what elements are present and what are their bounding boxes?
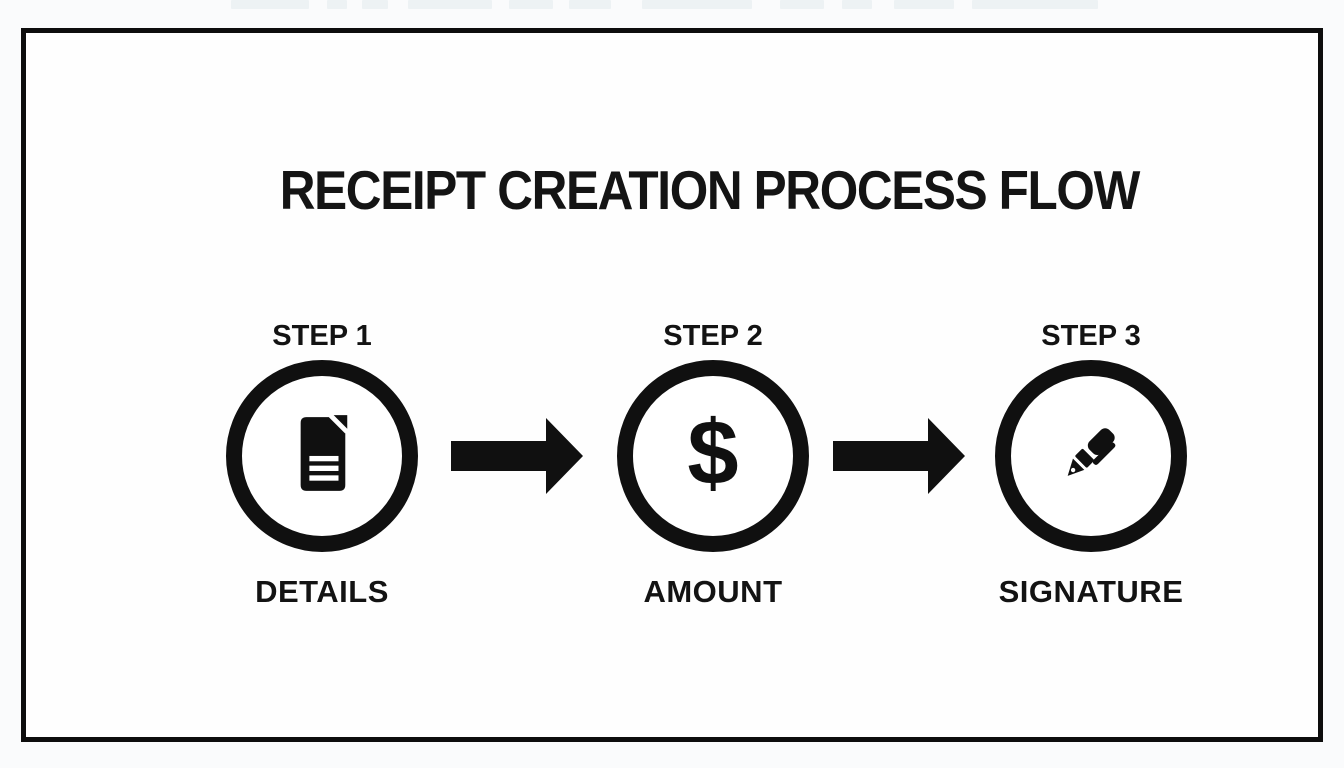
step-2-circle: $ — [617, 360, 809, 552]
document-icon — [289, 413, 355, 500]
crop-artifact-dash — [231, 0, 309, 9]
crop-artifact-dash — [972, 0, 1098, 9]
arrow-head — [546, 418, 583, 494]
step-3-circle — [995, 360, 1187, 552]
step-2-name: AMOUNT — [643, 574, 783, 609]
dollar-sign-icon: $ — [687, 402, 739, 504]
arrow-shaft — [451, 441, 546, 471]
arrow-right-icon — [451, 418, 583, 494]
step-1-circle — [226, 360, 418, 552]
crop-artifact-dash — [642, 0, 752, 9]
title-row: RECEIPT CREATION PROCESS FLOW — [48, 163, 1344, 218]
crop-artifact-dash — [408, 0, 492, 9]
crop-artifact-dash — [842, 0, 872, 9]
step-1-label: STEP 1 — [272, 320, 372, 352]
step-3-name: SIGNATURE — [998, 574, 1184, 609]
crop-artifact-dash — [327, 0, 347, 9]
crop-artifact-dash — [362, 0, 388, 9]
crop-artifact-dash — [509, 0, 553, 9]
step-3-label: STEP 3 — [1041, 320, 1141, 352]
arrow-right-icon — [833, 418, 965, 494]
top-crop-artifact — [0, 0, 1344, 10]
crop-artifact-dash — [780, 0, 824, 9]
step-2-label: STEP 2 — [663, 320, 763, 352]
crop-artifact-dash — [569, 0, 611, 9]
page-title: RECEIPT CREATION PROCESS FLOW — [279, 159, 1140, 221]
diagram-frame: RECEIPT CREATION PROCESS FLOW STEP 1 DET… — [21, 28, 1323, 742]
crop-artifact-dash — [894, 0, 954, 9]
pen-icon — [1049, 412, 1133, 501]
arrow-shaft — [833, 441, 928, 471]
arrow-head — [928, 418, 965, 494]
step-1-name: DETAILS — [255, 574, 389, 609]
